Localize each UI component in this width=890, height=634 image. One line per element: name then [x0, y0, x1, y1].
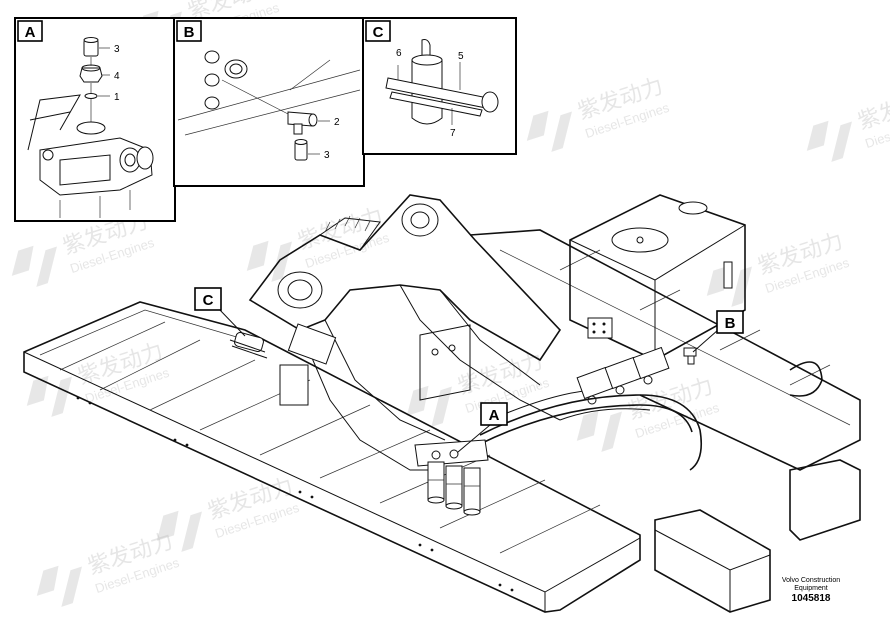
detail-panel-a: A 3 4 1 — [14, 17, 176, 222]
detail-panel-b: B 2 3 — [173, 17, 365, 187]
panel-b-label: B — [184, 24, 195, 41]
panel-a-part-number: 4 — [114, 71, 120, 82]
panel-c-part-number: 7 — [450, 128, 456, 139]
callout-a-label: A — [489, 407, 500, 424]
panel-b-part-number: 2 — [334, 117, 340, 128]
watermark-cn: 紫发动力 — [855, 83, 890, 134]
watermark: 紫发动力 Diesel-Engines — [806, 83, 890, 162]
callout-c: C — [194, 287, 222, 311]
separator-location-c — [229, 332, 268, 359]
fitting-location-b — [683, 347, 697, 365]
main-frame-drawing — [23, 194, 861, 613]
watermark: 紫发动力 Diesel-Engines — [706, 228, 851, 307]
drawing-number: 1045818 — [791, 593, 831, 604]
panel-a-part-number: 1 — [114, 92, 120, 103]
panel-c-part-number: 5 — [458, 51, 464, 62]
panel-a-part-number: 3 — [114, 44, 120, 55]
callout-b: B — [716, 310, 744, 334]
callout-b-label: B — [725, 315, 736, 332]
credit-text: Volvo Construction Equipment — [766, 577, 856, 593]
filter-cluster — [414, 439, 489, 516]
panel-b-part-number: 3 — [324, 150, 330, 161]
credit-line-1: Volvo Construction — [781, 577, 841, 584]
panel-c-part-number: 6 — [396, 48, 402, 59]
callout-c-label: C — [203, 292, 214, 309]
panel-c-label: C — [373, 24, 384, 41]
watermark: 紫发动力 Diesel-Engines — [526, 73, 671, 152]
watermark: 紫发动力 Diesel-Engines — [246, 203, 391, 282]
watermark: 紫发动力 Diesel-Engines — [36, 528, 181, 607]
credit-line-2: Equipment — [794, 585, 828, 592]
callout-a: A — [480, 402, 508, 426]
panel-a-label: A — [25, 24, 36, 41]
detail-panel-c: C 6 5 7 — [362, 17, 517, 155]
valve-group — [576, 346, 670, 405]
